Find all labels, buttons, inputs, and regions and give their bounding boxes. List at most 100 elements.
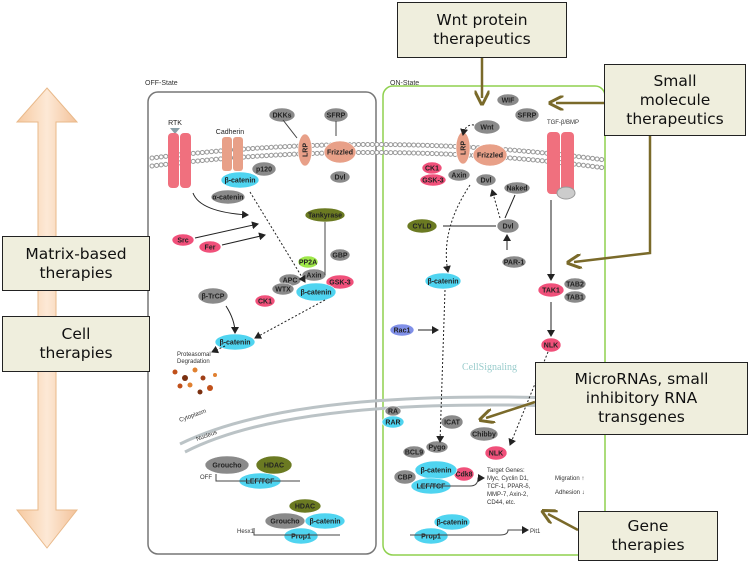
off-state-title: OFF-State: [145, 80, 178, 87]
on-state-title: ON-State: [390, 80, 419, 87]
off-sfrp-node: SFRP: [323, 107, 349, 123]
on-wif-label: WIF: [502, 97, 516, 104]
on-rar-label: RAR: [385, 419, 400, 426]
cadherin-label: Cadherin: [216, 129, 245, 136]
on-ck1-node: CK1: [421, 161, 443, 175]
on-ck1-label: CK1: [425, 165, 439, 172]
on-nlk1-label: NLK: [544, 342, 558, 349]
off-src-node: Src: [171, 233, 195, 247]
proteasomal-label: Proteasomal: [177, 352, 211, 358]
target-gene-line: TCF-1, PPAR-δ,: [487, 484, 531, 490]
gene-therapies-callout: Gene therapies: [578, 511, 718, 561]
on-frizzled-node: Frizzled: [472, 143, 508, 167]
on-sfrp-node: SFRP: [514, 107, 540, 123]
off-ck1-label: CK1: [258, 298, 272, 305]
off-promoter-label: OFF: [200, 475, 212, 481]
off-wtx-label: WTX: [275, 286, 291, 293]
on-axin-node: Axin: [447, 168, 471, 182]
off-btrcp-label: β-TrCP: [202, 293, 225, 300]
hesx1-label: Hesx1: [237, 529, 255, 535]
degradation-label: Degradation: [177, 359, 210, 365]
rtk-receptor: [168, 133, 179, 188]
on-pygo-node: Pygo: [425, 440, 449, 454]
on-tak1-node: TAK1: [537, 282, 565, 298]
off-src-label: Src: [177, 237, 188, 244]
target-gene-line: Myc, Cyclin D1,: [487, 476, 529, 482]
off-lrp-label: LRP: [302, 143, 309, 157]
on-sfrp-label: SFRP: [518, 112, 537, 119]
off-p120-node: p120: [251, 161, 277, 177]
off-axin-label: Axin: [306, 272, 321, 279]
cadherin-receptor: [222, 137, 232, 171]
on-tab2-label: TAB2: [566, 281, 584, 288]
off-groucho1-label: Groucho: [212, 462, 241, 469]
on-lrp-node: LRP: [455, 131, 471, 165]
matrix-based-therapies-callout: Matrix-based therapies: [2, 236, 150, 291]
on-nlk2-label: NLK: [489, 450, 503, 457]
off-bcat4-node: β-catenin: [304, 512, 346, 530]
off-bcat2-label: β-catenin: [300, 289, 331, 296]
on-chibby-node: Chibby: [469, 426, 499, 442]
on-wif-node: WIF: [496, 93, 520, 107]
on-cyld-node: CYLD: [406, 218, 438, 234]
on-icat-label: ICAT: [444, 419, 461, 426]
small-molecule-therapeutics-callout: Small molecule therapeutics: [604, 64, 746, 136]
plasma-membrane: [149, 142, 608, 171]
off-axin-node: Axin: [301, 268, 327, 282]
rtk-label: RTK: [168, 120, 182, 127]
off-dvl-label: Dvl: [335, 174, 346, 181]
off-groucho1-node: Groucho: [204, 455, 250, 475]
on-bcat1-node: β-catenin: [424, 272, 462, 290]
off-bcat1-label: β-catenin: [224, 177, 255, 184]
degradation-fragments: [172, 367, 217, 395]
gene-arrow: [548, 514, 579, 532]
on-dvl1-label: Dvl: [481, 177, 492, 184]
on-ra-node: RA: [384, 405, 402, 417]
on-bcl9-node: BCL9: [402, 445, 426, 459]
on-bcat3-label: β-catenin: [436, 519, 467, 526]
on-cyld-label: CYLD: [412, 223, 431, 230]
on-gsk3-node: GSK-3: [419, 173, 447, 187]
off-pp2a-label: PP2A: [299, 259, 317, 266]
off-fer-label: Fer: [205, 244, 216, 251]
off-hdac2-label: HDAC: [295, 503, 315, 510]
on-cbp-node: CBP: [393, 469, 417, 485]
off-gsk3-label: GSK-3: [329, 279, 351, 286]
on-prop1-label: Prop1: [421, 533, 441, 540]
off-btrcp-node: β-TrCP: [197, 287, 229, 305]
on-lrp-label: LRP: [460, 141, 467, 155]
on-naked-label: Naked: [506, 185, 527, 192]
on-bcat1-label: β-catenin: [427, 278, 458, 285]
off-gsk3-node: GSK-3: [325, 274, 355, 290]
on-tab2-node: TAB2: [563, 277, 587, 291]
off-p120-label: p120: [256, 166, 272, 173]
on-axin-label: Axin: [451, 172, 466, 179]
off-sfrp-label: SFRP: [327, 112, 346, 119]
off-tankyrase-node: Tankyrase: [304, 207, 346, 223]
off-bcat2-node: β-catenin: [295, 282, 337, 302]
on-nlk1-node: NLK: [540, 337, 562, 353]
on-par1-label: PAR-1: [504, 259, 525, 266]
on-leftcf-label: LEF/TCF: [417, 483, 446, 490]
target-gene-line: MMP-7, Axin-2,: [487, 492, 528, 498]
off-frizzled-node: Frizzled: [323, 140, 357, 164]
off-hdac1-node: HDAC: [255, 455, 293, 475]
small-molecule-arrow-2: [574, 135, 652, 262]
tgf-bmp-receptor: [547, 132, 560, 194]
off-dvl-node: Dvl: [329, 170, 351, 184]
off-pp2a-node: PP2A: [297, 255, 319, 269]
on-frizzled-label: Frizzled: [477, 152, 503, 159]
pit1-label: Pit1: [530, 529, 541, 535]
off-groucho2-label: Groucho: [270, 518, 299, 525]
off-bcat4-label: β-catenin: [309, 518, 340, 525]
on-dvl2-node: Dvl: [496, 218, 520, 234]
on-rar-node: RAR: [381, 415, 405, 429]
microrna-callout: MicroRNAs, small inhibitory RNA transgen…: [535, 362, 748, 435]
on-bcat3-node: β-catenin: [433, 513, 471, 531]
off-prop1-label: Prop1: [291, 533, 311, 540]
on-bcat2-node: β-catenin: [414, 460, 458, 480]
on-pygo-label: Pygo: [428, 444, 445, 451]
off-dkks-label: DKKs: [272, 112, 291, 119]
off-frizzled-label: Frizzled: [327, 149, 353, 156]
on-bcat2-label: β-catenin: [420, 467, 451, 474]
